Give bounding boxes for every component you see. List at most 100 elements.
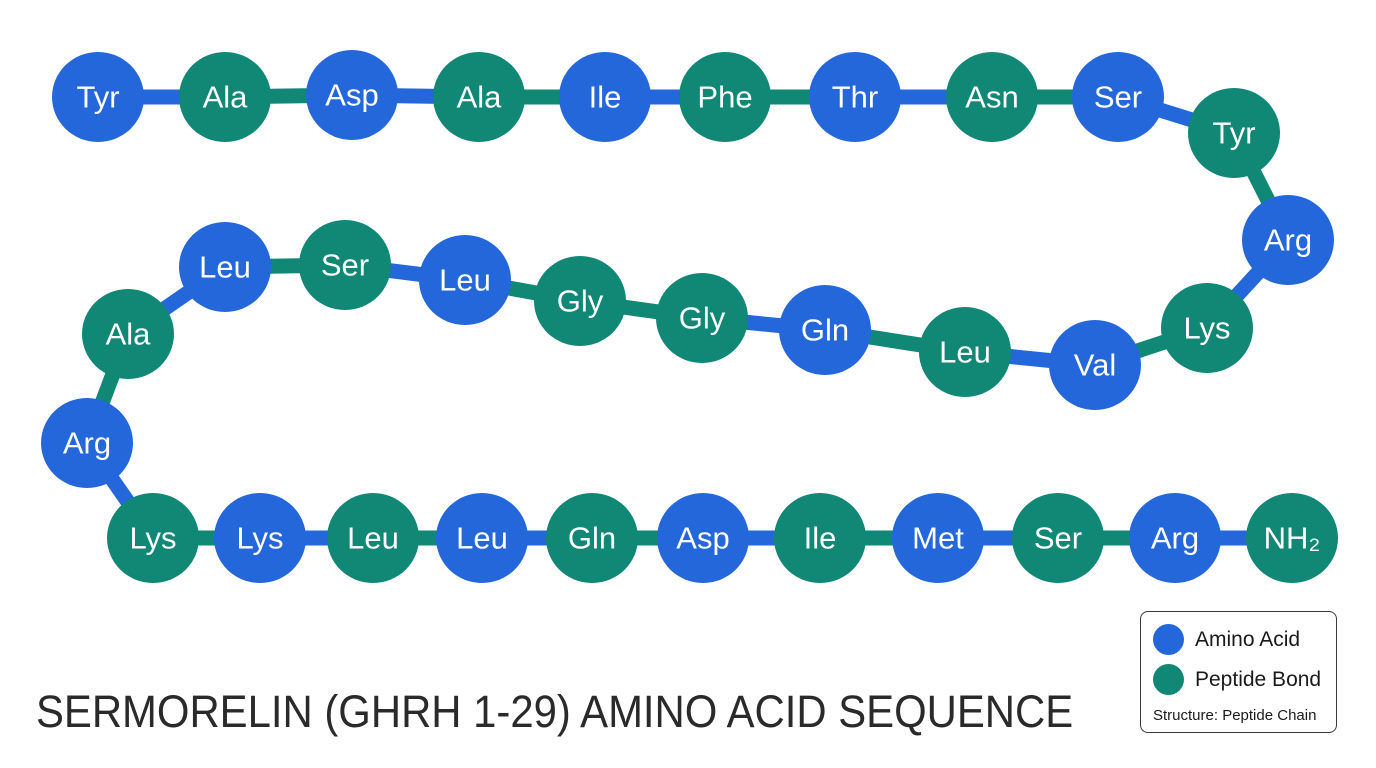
residue-label: Leu [456, 521, 508, 556]
residue-label: Ala [106, 317, 152, 352]
residue-label: Lys [1183, 311, 1230, 346]
residue-label: Gln [568, 521, 616, 556]
residue-label: Asp [325, 78, 378, 113]
residue-label: Leu [347, 521, 399, 556]
amino-acid-circle [1129, 493, 1221, 583]
residue-node: Leu [419, 235, 511, 325]
legend: Amino Acid Peptide Bond Structure: Pepti… [1140, 611, 1337, 733]
legend-note: Structure: Peptide Chain [1153, 707, 1317, 724]
residue-label: Arg [63, 426, 111, 461]
residue-node: Val [1049, 320, 1141, 410]
residue-label: Ala [203, 80, 249, 115]
residue-label: Ala [457, 80, 503, 115]
residue-label: Gly [679, 301, 726, 336]
residue-label: Tyr [1212, 116, 1255, 151]
residue-node: Leu [919, 307, 1011, 397]
residue-label: Asn [965, 80, 1018, 115]
residue-node: Arg [1242, 195, 1334, 285]
residue-node: Asp [306, 50, 398, 140]
residue-label: Lys [129, 521, 176, 556]
residue-label: Ser [321, 248, 369, 283]
residue-node: Ala [82, 289, 174, 379]
residue-node: Ala [179, 52, 271, 142]
residue-node: Asn [946, 52, 1038, 142]
amino-acid-circle [657, 493, 749, 583]
amino-acid-circle [306, 50, 398, 140]
residue-node: Arg [41, 398, 133, 488]
residue-label: Met [912, 521, 964, 556]
residue-label: Phe [697, 80, 752, 115]
residue-node: Tyr [1188, 88, 1280, 178]
residue-node: Thr [809, 52, 901, 142]
residue-label: Ser [1094, 80, 1142, 115]
residue-label: Leu [199, 250, 251, 285]
peptide-bond-circle [656, 273, 748, 363]
peptide-bond-circle [534, 256, 626, 346]
residue-node: Leu [179, 222, 271, 312]
peptide-bond-circle [433, 52, 525, 142]
amino-acid-circle [779, 285, 871, 375]
residue-label: Ile [589, 80, 622, 115]
residue-label: Val [1074, 348, 1117, 383]
residue-node: Lys [214, 493, 306, 583]
residue-node: Gln [546, 493, 638, 583]
residue-node: Gly [534, 256, 626, 346]
residue-label: NH₂ [1264, 521, 1321, 556]
residue-label: Gln [801, 313, 849, 348]
residue-node: Met [892, 493, 984, 583]
residue-label: Ile [804, 521, 837, 556]
amino-acid-circle [1049, 320, 1141, 410]
amino-acid-circle [52, 52, 144, 142]
amino-acid-circle [892, 493, 984, 583]
peptide-bond-circle [546, 493, 638, 583]
peptide-bond-circle [679, 52, 771, 142]
residue-label: Leu [939, 335, 991, 370]
residue-label: Asp [676, 521, 729, 556]
peptide-bond-circle [299, 220, 391, 310]
peptide-bond-circle [774, 493, 866, 583]
amino-acid-swatch-icon [1153, 624, 1184, 655]
residue-label: Thr [832, 80, 879, 115]
residue-node: Ser [1072, 52, 1164, 142]
residue-label: Gly [557, 284, 604, 319]
amino-acid-circle [41, 398, 133, 488]
peptide-bond-circle [946, 52, 1038, 142]
amino-acid-circle [214, 493, 306, 583]
residue-node: Gln [779, 285, 871, 375]
legend-item-amino-acid: Amino Acid [1153, 624, 1300, 655]
legend-item-peptide-bond: Peptide Bond [1153, 664, 1321, 695]
residue-node: Lys [107, 493, 199, 583]
residue-label: Arg [1151, 521, 1199, 556]
peptide-bond-circle [179, 52, 271, 142]
amino-acid-circle [436, 493, 528, 583]
residue-node: Ile [774, 493, 866, 583]
residue-node: Ser [299, 220, 391, 310]
residue-label: Ser [1034, 521, 1082, 556]
residue-node: Ala [433, 52, 525, 142]
peptide-bond-circle [919, 307, 1011, 397]
peptide-bond-circle [107, 493, 199, 583]
residue-label: Arg [1264, 223, 1312, 258]
residue-node: Arg [1129, 493, 1221, 583]
peptide-bond-circle [327, 493, 419, 583]
amino-acid-circle [1242, 195, 1334, 285]
peptide-bond-circle [1188, 88, 1280, 178]
peptide-bond-circle [82, 289, 174, 379]
peptide-bond-circle [1161, 283, 1253, 373]
residue-node: Phe [679, 52, 771, 142]
diagram-title: SERMORELIN (GHRH 1-29) AMINO ACID SEQUEN… [36, 686, 1074, 737]
amino-acid-circle [1072, 52, 1164, 142]
residue-label: Lys [236, 521, 283, 556]
residue-node: Asp [657, 493, 749, 583]
residue-node: Lys [1161, 283, 1253, 373]
amino-acid-circle [559, 52, 651, 142]
residue-label: Tyr [76, 80, 119, 115]
legend-label: Peptide Bond [1195, 667, 1322, 691]
residue-node: Leu [327, 493, 419, 583]
amino-acid-circle [179, 222, 271, 312]
amino-acid-circle [419, 235, 511, 325]
amino-acid-circle [809, 52, 901, 142]
legend-label: Amino Acid [1195, 627, 1301, 651]
